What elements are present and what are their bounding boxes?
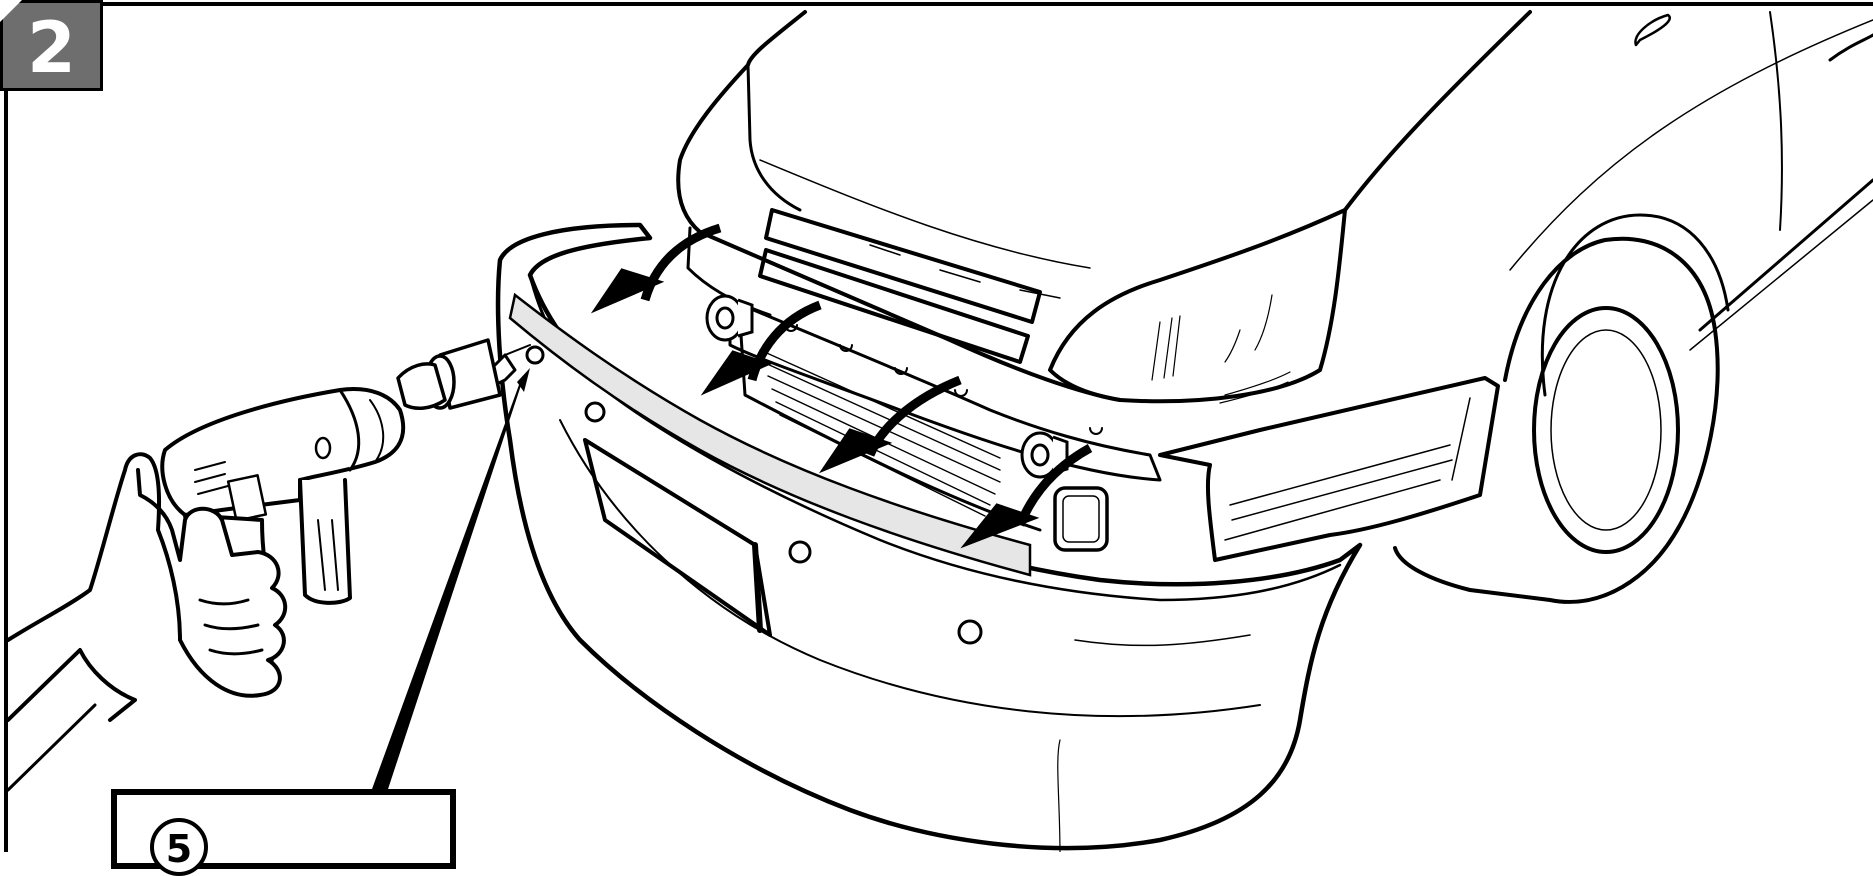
- hand-icon: [6, 452, 288, 698]
- illustration-canvas: [4, 2, 1873, 852]
- drill-icon: [6, 338, 531, 792]
- arrow-icon: [590, 223, 1093, 549]
- car-illustration: [495, 10, 1873, 852]
- step-number-badge: 2: [0, 0, 103, 91]
- bumper-strip: [508, 292, 1032, 577]
- callout-number-circle: 5: [150, 818, 208, 876]
- step-number: 2: [27, 7, 76, 89]
- badge-corner: [0, 0, 22, 22]
- sensor-holes: [525, 345, 983, 645]
- callout-number: 5: [165, 827, 193, 871]
- detail-callout-box: 5: [111, 789, 456, 876]
- frame: [4, 2, 1873, 852]
